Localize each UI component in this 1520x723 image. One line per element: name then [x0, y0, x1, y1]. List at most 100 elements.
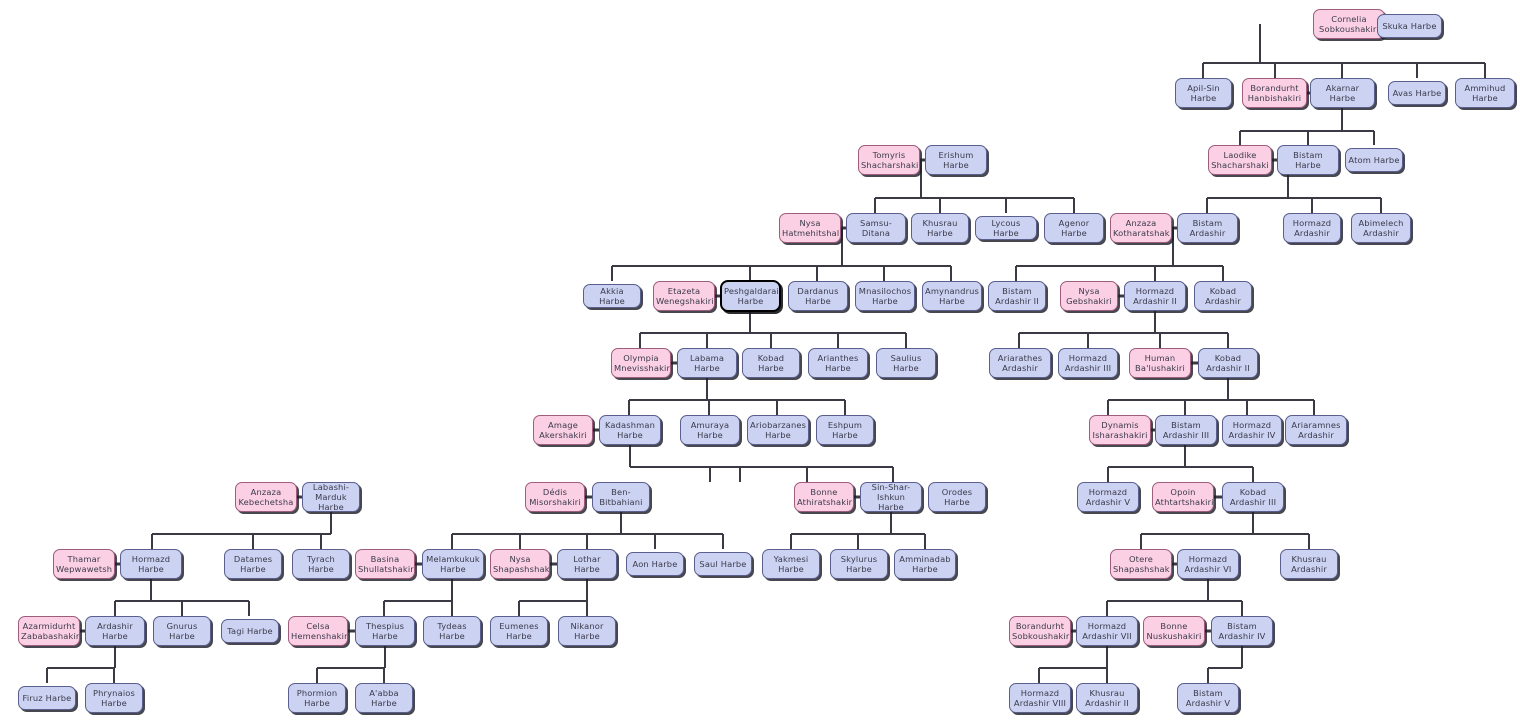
- person-name-label: Firuz Harbe: [22, 692, 72, 703]
- person-node[interactable]: Ariarathes Ardashir: [989, 348, 1051, 378]
- person-node[interactable]: Hormazd Ardashir VI: [1177, 549, 1239, 579]
- person-node[interactable]: Kadashman Harbe: [599, 415, 661, 445]
- person-node[interactable]: Khusrau Ardashir: [1280, 549, 1338, 579]
- person-node[interactable]: Phrynaios Harbe: [85, 683, 143, 713]
- person-node[interactable]: Hormazd Ardashir IV: [1222, 415, 1282, 445]
- person-node[interactable]: Eshpum Harbe: [816, 415, 874, 445]
- person-node[interactable]: Nysa Hatmehitshal: [779, 213, 841, 243]
- person-node[interactable]: Hormazd Ardashir II: [1124, 281, 1186, 311]
- person-name-label: Bonne Athiratshakiri: [797, 486, 854, 507]
- person-name-label: Dynamis Isharashakiri: [1092, 419, 1148, 440]
- person-node[interactable]: Skuka Harbe: [1377, 14, 1442, 38]
- person-node[interactable]: Melamkukuk Harbe: [422, 549, 484, 579]
- person-node[interactable]: Celsa Hemenshakiri: [288, 616, 348, 646]
- person-node[interactable]: Saulius Harbe: [876, 348, 936, 378]
- person-node[interactable]: Bistam Ardashir II: [988, 281, 1046, 311]
- person-node[interactable]: Otere Shapashshak: [1110, 549, 1172, 579]
- person-node[interactable]: Hormazd Harbe: [120, 549, 182, 579]
- person-node[interactable]: Erishum Harbe: [925, 145, 987, 175]
- person-node[interactable]: Azarmidurht Zababashakiri: [18, 616, 80, 646]
- person-node[interactable]: Aon Harbe: [626, 552, 684, 576]
- person-node[interactable]: Samsu-Ditana: [846, 213, 906, 243]
- person-node[interactable]: Borandurht Hanbishakiri: [1242, 78, 1307, 108]
- person-node[interactable]: Yakmesi Harbe: [762, 549, 820, 579]
- person-node[interactable]: Mnasilochos Harbe: [855, 281, 915, 311]
- person-node[interactable]: Hormazd Ardashir: [1283, 213, 1341, 243]
- person-node[interactable]: Abimelech Ardashir: [1351, 213, 1411, 243]
- person-node[interactable]: Kobad Ardashir: [1194, 281, 1252, 311]
- person-node[interactable]: Agenor Harbe: [1044, 213, 1104, 243]
- person-node[interactable]: Akkia Harbe: [583, 284, 641, 308]
- person-node[interactable]: Phormion Harbe: [288, 683, 346, 713]
- person-node[interactable]: Gnurus Harbe: [153, 616, 211, 646]
- person-node[interactable]: Datames Harbe: [224, 549, 282, 579]
- person-node[interactable]: Bistam Ardashir IV: [1211, 616, 1273, 646]
- person-node[interactable]: Nikanor Harbe: [558, 616, 616, 646]
- person-node[interactable]: Borandurht Sobkoushakiri: [1009, 616, 1071, 646]
- person-node[interactable]: Tagi Harbe: [221, 619, 279, 643]
- person-node[interactable]: Ariobarzanes Harbe: [747, 415, 809, 445]
- person-node[interactable]: Thamar Wepwawetsh: [53, 549, 115, 579]
- person-node[interactable]: Bistam Ardashir V: [1177, 683, 1239, 713]
- person-node[interactable]: Ariaramnes Ardashir: [1285, 415, 1347, 445]
- person-node[interactable]: Human Ba'lushakiri: [1129, 348, 1191, 378]
- person-node[interactable]: Orodes Harbe: [928, 482, 986, 512]
- person-node[interactable]: Cornelia Sobkoushakiri: [1313, 9, 1385, 39]
- person-node[interactable]: Amuraya Harbe: [680, 415, 740, 445]
- person-node[interactable]: Bonne Athiratshakiri: [794, 482, 854, 512]
- person-node[interactable]: Hormazd Ardashir VIII: [1009, 683, 1071, 713]
- person-node[interactable]: Atom Harbe: [1345, 148, 1403, 172]
- person-node[interactable]: Lycous Harbe: [975, 216, 1037, 240]
- person-node[interactable]: Dynamis Isharashakiri: [1089, 415, 1151, 445]
- person-node[interactable]: Kobad Harbe: [742, 348, 800, 378]
- person-node[interactable]: Hormazd Ardashir VII: [1076, 616, 1138, 646]
- person-node[interactable]: Amynandrus Harbe: [922, 281, 982, 311]
- person-node[interactable]: Anzaza Kebechetsha: [235, 482, 297, 512]
- person-node[interactable]: Dardanus Harbe: [788, 281, 848, 311]
- person-node[interactable]: Basina Shullatshakir: [355, 549, 415, 579]
- person-node[interactable]: Nysa Gebshakiri: [1060, 281, 1118, 311]
- person-node[interactable]: Ardashir Harbe: [85, 616, 145, 646]
- person-node[interactable]: Saul Harbe: [694, 552, 752, 576]
- person-node[interactable]: Akarnar Harbe: [1310, 78, 1375, 108]
- person-node[interactable]: Peshgaldarai Harbe: [720, 280, 781, 312]
- person-node[interactable]: Laodike Shacharshaki: [1208, 145, 1272, 175]
- person-node[interactable]: Thespius Harbe: [355, 616, 415, 646]
- person-node[interactable]: Sin-Shar-Ishkun Harbe: [860, 482, 922, 512]
- person-node[interactable]: Hormazd Ardashir V: [1077, 482, 1139, 512]
- person-node[interactable]: Tydeas Harbe: [423, 616, 481, 646]
- person-node[interactable]: Ammihud Harbe: [1455, 78, 1515, 108]
- person-node[interactable]: Bistam Ardashir III: [1155, 415, 1217, 445]
- person-name-label: Yakmesi Harbe: [773, 553, 809, 574]
- person-node[interactable]: Arianthes Harbe: [808, 348, 868, 378]
- person-node[interactable]: Tomyris Shacharshaki: [858, 145, 920, 175]
- person-node[interactable]: Kobad Ardashir II: [1198, 348, 1258, 378]
- person-node[interactable]: Etazeta Wenegshakiri: [653, 281, 715, 311]
- person-node[interactable]: Dédis Misorshakiri: [525, 482, 585, 512]
- person-node[interactable]: Avas Harbe: [1388, 81, 1446, 105]
- person-node[interactable]: Skylurus Harbe: [830, 549, 888, 579]
- person-node[interactable]: Bonne Nuskushakiri: [1143, 616, 1205, 646]
- person-node[interactable]: Ben-Bitbahiani: [592, 482, 650, 512]
- person-node[interactable]: Anzaza Kotharatshak: [1110, 213, 1172, 243]
- person-node[interactable]: Opoin Athtartshakiri: [1152, 482, 1214, 512]
- person-node[interactable]: Firuz Harbe: [18, 686, 76, 710]
- person-node[interactable]: Khusrau Harbe: [911, 213, 969, 243]
- person-node[interactable]: Amage Akershakiri: [533, 415, 593, 445]
- person-node[interactable]: Nysa Shapashshak: [490, 549, 550, 579]
- person-node[interactable]: Apil-Sin Harbe: [1175, 78, 1232, 108]
- person-node[interactable]: Khusrau Ardashir II: [1076, 683, 1138, 713]
- person-node[interactable]: Olympia Mnevisshakiri: [611, 348, 671, 378]
- person-node[interactable]: Bistam Harbe: [1277, 145, 1339, 175]
- person-node[interactable]: Amminadab Harbe: [894, 549, 956, 579]
- person-node[interactable]: Hormazd Ardashir III: [1058, 348, 1118, 378]
- person-node[interactable]: A'abba Harbe: [355, 683, 413, 713]
- person-node[interactable]: Bistam Ardashir: [1177, 213, 1238, 243]
- person-name-label: Dédis Misorshakiri: [529, 486, 581, 507]
- person-node[interactable]: Labama Harbe: [677, 348, 737, 378]
- person-node[interactable]: Tyrach Harbe: [292, 549, 350, 579]
- person-node[interactable]: Lothar Harbe: [557, 549, 617, 579]
- person-node[interactable]: Eumenes Harbe: [490, 616, 548, 646]
- person-node[interactable]: Kobad Ardashir III: [1222, 482, 1284, 512]
- person-node[interactable]: Labashi-Marduk Harbe: [302, 482, 360, 512]
